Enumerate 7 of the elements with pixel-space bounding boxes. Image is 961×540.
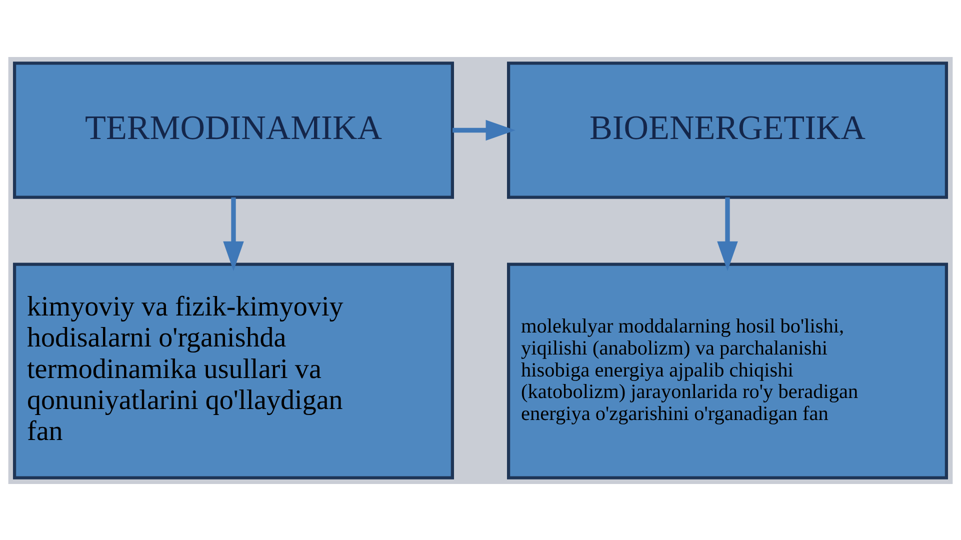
- node-box: BIOENERGETIKA: [507, 61, 948, 198]
- node-box: TERMODINAMIKA: [12, 61, 454, 198]
- node-box: kimyoviy va fizik-kimyoviy hodisalarni o'rganishda termodinamika usullari va qonuniyatlarini qo'llaydigan fan: [12, 262, 454, 479]
- arrow: [223, 196, 244, 271]
- arrow: [452, 119, 516, 140]
- node-box: molekulyar moddalarning hosil bo'lishi, yiqilishi (anabolizm) va parchalanishi hisobiga energiya ajpalib chiqishi (katobolizm) jarayonlarida ro'y beradigan energiya o'zgarishini o'rganadigan fan: [507, 262, 948, 479]
- arrow: [717, 196, 738, 271]
